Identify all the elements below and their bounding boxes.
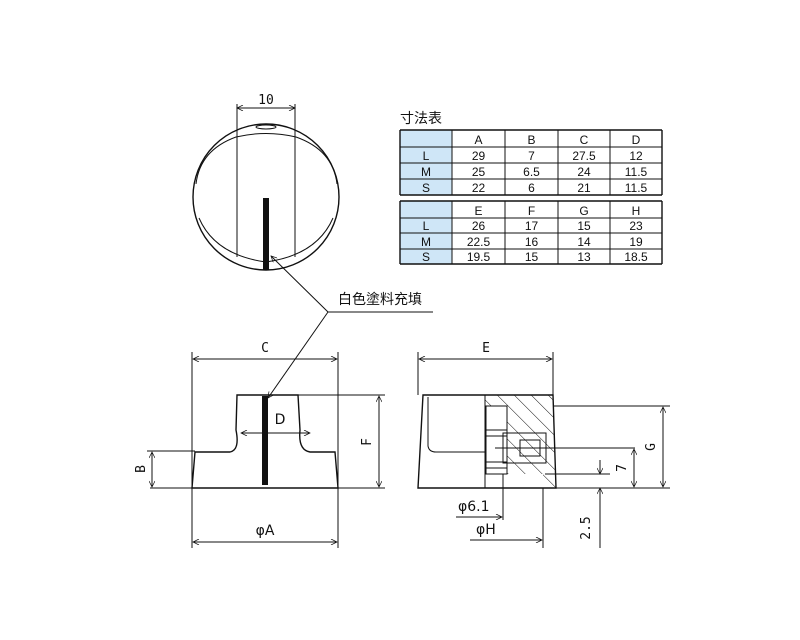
dim-g-label: G bbox=[644, 443, 659, 451]
column-header: D bbox=[632, 133, 641, 147]
table-cell: 15 bbox=[577, 219, 591, 233]
table-cell: 27.5 bbox=[572, 149, 596, 163]
table-cell: 6.5 bbox=[523, 165, 540, 179]
size-label: M bbox=[421, 165, 431, 179]
table-cell: 25 bbox=[472, 165, 486, 179]
dim-c-label: C bbox=[261, 341, 269, 356]
table-cell: 22.5 bbox=[467, 235, 491, 249]
table-cell: 19.5 bbox=[467, 250, 491, 264]
table-cell: 23 bbox=[629, 219, 643, 233]
column-header: C bbox=[580, 133, 589, 147]
size-label: S bbox=[422, 250, 430, 264]
indicator-line bbox=[262, 396, 268, 485]
table-cell: 17 bbox=[525, 219, 539, 233]
table-cell: 13 bbox=[577, 250, 591, 264]
side-view: E G 7 2.5 φ6.1 φH bbox=[417, 341, 670, 548]
note-label: 白色塗料充填 bbox=[338, 291, 422, 308]
table-cell: 11.5 bbox=[625, 165, 648, 179]
table-cell: 16 bbox=[525, 235, 539, 249]
table-cell: 18.5 bbox=[624, 250, 648, 264]
table-cell: 21 bbox=[577, 181, 591, 195]
dim-2-5-label: 2.5 bbox=[579, 516, 594, 539]
table-cell: 14 bbox=[577, 235, 591, 249]
table-cell: 7 bbox=[528, 149, 535, 163]
dim-h-label: φH bbox=[476, 522, 496, 538]
table-cell: 19 bbox=[629, 235, 643, 249]
size-label: S bbox=[422, 181, 430, 195]
front-view: C φA D F B bbox=[134, 341, 385, 548]
column-header: F bbox=[528, 204, 535, 218]
table-cell: 24 bbox=[577, 165, 591, 179]
table-cell: 29 bbox=[472, 149, 486, 163]
knob-inner-rim bbox=[195, 133, 338, 185]
top-notch bbox=[255, 124, 277, 130]
dim-a-label: φA bbox=[256, 523, 275, 539]
top-view: 10 bbox=[192, 93, 340, 271]
table-cell: 11.5 bbox=[625, 181, 648, 195]
column-header: A bbox=[474, 133, 482, 147]
table-title: 寸法表 bbox=[400, 111, 442, 127]
size-label: L bbox=[423, 219, 430, 233]
dim-phi61-label: φ6.1 bbox=[458, 499, 490, 515]
column-header: B bbox=[527, 133, 535, 147]
dim-f-label: F bbox=[360, 438, 375, 446]
table-cell: 12 bbox=[629, 149, 643, 163]
size-label: M bbox=[421, 235, 431, 249]
width-label: 10 bbox=[258, 93, 274, 108]
dim-e-label: E bbox=[482, 341, 490, 356]
table-cell: 15 bbox=[525, 250, 539, 264]
column-header: H bbox=[632, 204, 641, 218]
column-header: G bbox=[579, 204, 588, 218]
note-callout: 白色塗料充填 bbox=[268, 256, 433, 398]
indicator-line bbox=[263, 198, 269, 270]
table-cell: 22 bbox=[472, 181, 486, 195]
column-header: E bbox=[474, 204, 482, 218]
table-cell: 6 bbox=[528, 181, 535, 195]
dim-7-label: 7 bbox=[615, 464, 630, 472]
table-cell: 26 bbox=[472, 219, 486, 233]
size-label: L bbox=[423, 149, 430, 163]
dim-d-label: D bbox=[275, 412, 286, 428]
dim-b-label: B bbox=[134, 465, 149, 473]
